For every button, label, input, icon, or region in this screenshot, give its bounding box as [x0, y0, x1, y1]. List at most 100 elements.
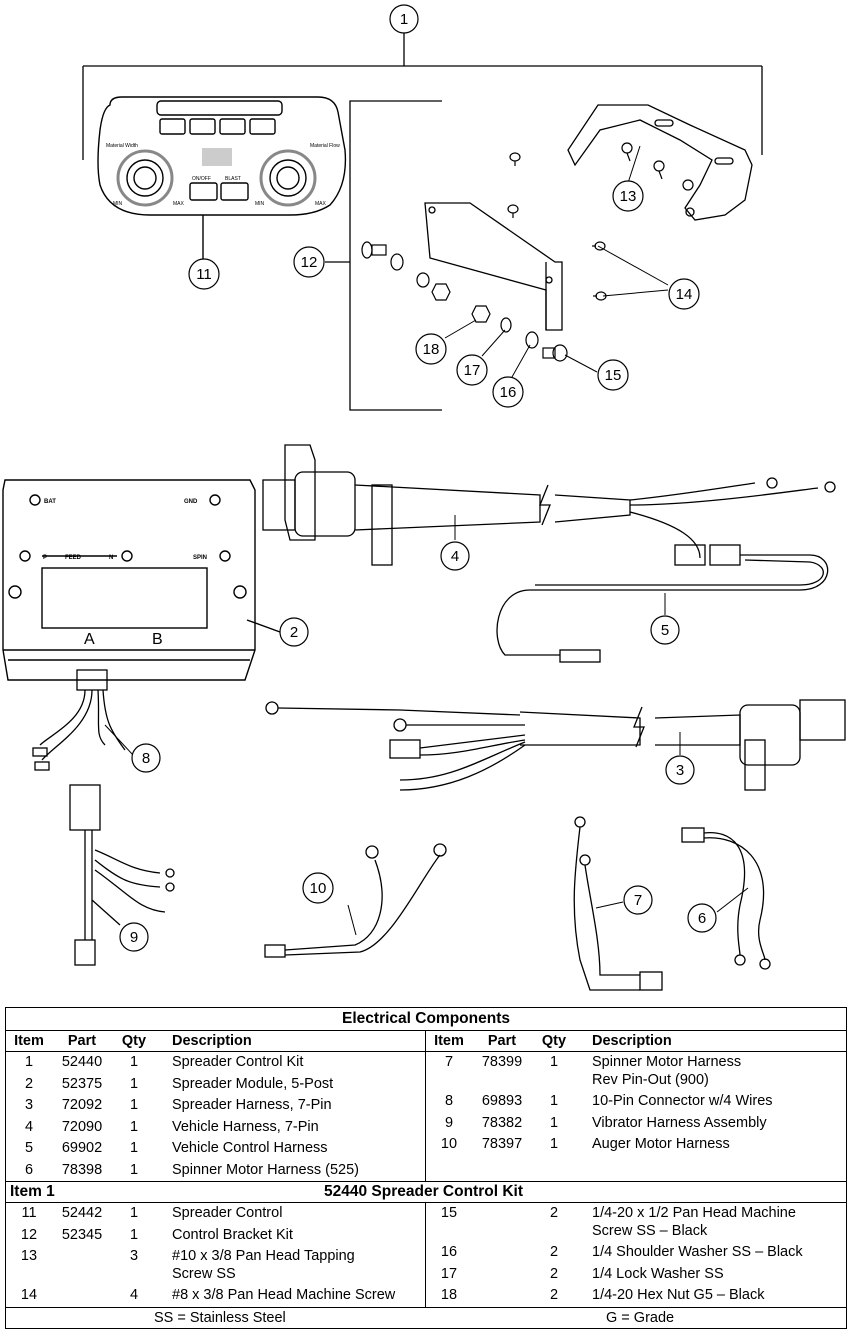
cell-description: Spreader Control: [172, 1205, 283, 1221]
cell-item: 7: [444, 1054, 454, 1070]
lock-washer-17: [500, 317, 512, 333]
washer-mid: [416, 272, 430, 288]
svg-text:10: 10: [310, 880, 327, 897]
cell-part: [472, 1244, 532, 1262]
callout-9: 9: [119, 922, 149, 952]
fasteners-drawing: [361, 142, 694, 362]
cell-item: 4: [24, 1118, 34, 1135]
callout-13: 13: [612, 180, 644, 212]
panel-button-labels: VIBRATE LIGHT STROBE PREWET: [163, 107, 278, 113]
btn-vibrate-label: VIBRATE: [163, 107, 189, 113]
cell-item: 18: [440, 1287, 458, 1303]
cell-qty: 1: [129, 1140, 139, 1156]
header-qty: Qty: [121, 1033, 147, 1049]
bolt-left: [361, 241, 387, 259]
left-dial: [116, 149, 174, 207]
header-item: Item: [434, 1033, 464, 1049]
cell-qty: 1: [129, 1226, 139, 1243]
cell-part: 52345: [61, 1226, 103, 1243]
bracket-kit-outline: [325, 100, 442, 411]
svg-text:6: 6: [698, 910, 706, 927]
header-item: Item: [14, 1033, 44, 1049]
cell-description: 1/4 Lock Washer SS: [592, 1265, 724, 1282]
svg-text:2: 2: [290, 624, 298, 641]
svg-text:14: 14: [676, 286, 693, 303]
spreader-module-drawing: [2, 479, 281, 681]
cell-item: 8: [444, 1093, 454, 1109]
cell-qty: 1: [129, 1161, 139, 1178]
leader-lines: [104, 145, 749, 936]
material-width-label: Material Width: [106, 143, 138, 149]
vehicle-harness-drawing: [262, 444, 836, 663]
svg-text:11: 11: [196, 266, 212, 283]
onoff-label: ON/OFF: [192, 176, 211, 182]
cell-description: Control Bracket Kit: [172, 1226, 293, 1243]
feed-p-label: P: [43, 555, 47, 561]
callout-10: 10: [302, 872, 334, 904]
cell-qty: 1: [549, 1054, 559, 1070]
cell-qty: 1: [129, 1097, 139, 1113]
cell-qty: 1: [549, 1093, 559, 1109]
cell-description: 1/4-20 x 1/2 Pan Head Machine Screw SS –…: [592, 1205, 796, 1239]
table-header: Item Part Qty Description: [426, 1031, 846, 1052]
kit-right-rows: 15 2 1/4-20 x 1/2 Pan Head Machine Screw S…: [426, 1203, 846, 1307]
cell-item: 15: [440, 1205, 458, 1221]
cell-part: 78382: [481, 1114, 523, 1131]
svg-text:16: 16: [500, 384, 517, 401]
cell-qty: 1: [129, 1118, 139, 1135]
kit-bracket-line: [82, 33, 763, 160]
svg-text:4: 4: [451, 548, 459, 565]
left-min-label: MIN: [113, 201, 123, 207]
cell-item: 10: [440, 1136, 458, 1152]
cell-description: #8 x 3/8 Pan Head Machine Screw: [172, 1287, 396, 1303]
svg-text:17: 17: [464, 362, 481, 379]
cell-part: 69893: [481, 1093, 523, 1109]
header-qty: Qty: [541, 1033, 567, 1049]
feed-label: FEED: [65, 555, 82, 561]
cell-item: 1: [24, 1054, 34, 1070]
right-dial: [259, 149, 317, 207]
cell-qty: 1: [549, 1136, 559, 1152]
callout-7: 7: [623, 885, 653, 915]
nut-mid: [431, 283, 451, 301]
callout-4: 4: [440, 541, 470, 571]
cell-description: Spreader Harness, 7-Pin: [172, 1097, 332, 1113]
screw-14: [509, 152, 521, 166]
svg-text:13: 13: [620, 188, 637, 205]
blast-label: BLAST: [225, 176, 241, 182]
svg-text:9: 9: [130, 929, 138, 946]
cell-qty: 2: [549, 1265, 559, 1282]
svg-text:15: 15: [605, 367, 622, 384]
callout-8: 8: [131, 743, 161, 773]
kit-section-header: Item 1 52440 Spreader Control Kit: [6, 1181, 846, 1203]
table-title: Electrical Components: [6, 1008, 846, 1031]
cell-description: Vehicle Harness, 7-Pin: [172, 1118, 319, 1135]
cell-part: 72092: [61, 1097, 103, 1113]
btn-light-label: LIGHT: [196, 107, 214, 113]
spin-label: SPIN: [193, 555, 207, 561]
spinner-harness-7-drawing: [573, 816, 663, 991]
svg-text:7: 7: [634, 892, 642, 909]
cell-item: 11: [21, 1205, 37, 1221]
cell-item: 16: [440, 1244, 458, 1260]
btn-strobe-label: STROBE: [222, 107, 247, 113]
gnd-label: GND: [184, 499, 198, 505]
spinner-harness-6-drawing: [681, 827, 771, 970]
callout-15: 15: [597, 359, 629, 391]
